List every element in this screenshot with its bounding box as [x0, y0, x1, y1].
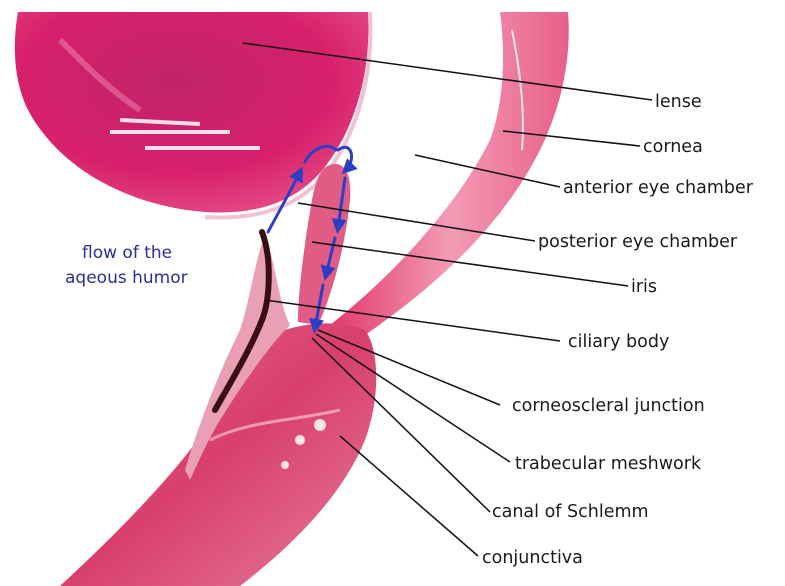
- flow-caption-line-1: flow of the: [82, 243, 172, 263]
- sclera-tissue: [60, 323, 376, 586]
- leader-line-conjunctiva: [340, 436, 478, 556]
- label-anterior-eye-chamber: anterior eye chamber: [563, 178, 754, 198]
- label-canal-of-schlemm: canal of Schlemm: [492, 502, 649, 522]
- label-corneoscleral-junction: corneoscleral junction: [512, 396, 705, 416]
- label-posterior-eye-chamber: posterior eye chamber: [538, 232, 738, 252]
- flow-caption-line-2: aqeous humor: [65, 268, 188, 288]
- label-iris: iris: [631, 277, 657, 297]
- label-trabecular-meshwork: trabecular meshwork: [515, 454, 702, 474]
- label-ciliary-body: ciliary body: [568, 332, 669, 352]
- label-lense: lense: [655, 92, 702, 112]
- label-conjunctiva: conjunctiva: [482, 548, 583, 568]
- label-cornea: cornea: [643, 137, 703, 157]
- flow-caption: flow of the aqeous humor: [65, 243, 188, 288]
